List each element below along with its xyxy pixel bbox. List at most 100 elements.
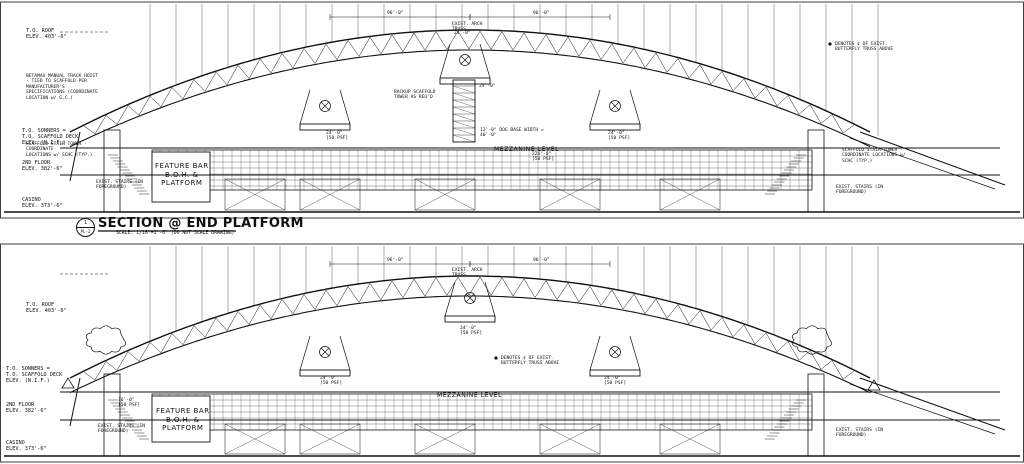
top-opening-x — [539, 178, 601, 211]
top-roof-elevation-label: T.O. ROOF ELEV. 403'-6" — [26, 28, 67, 40]
top-arch-truss-note: EXIST. ARCH TRUSS — [452, 22, 483, 33]
bottom-platform-center-leg — [444, 281, 456, 317]
bottom-floor-elevation-label: 2ND FLOOR ELEV. 382'-6" — [6, 402, 47, 414]
revision-triangle-right — [867, 379, 881, 391]
top-platform-left-butterfly-marker — [319, 100, 331, 112]
top-platform-left-leg — [299, 89, 311, 125]
top-platform-right — [589, 123, 641, 131]
bottom-roof-slope-right — [859, 377, 1006, 431]
bottom-feature-bar-box — [151, 395, 211, 443]
sheet-number: PL-2 — [80, 229, 91, 234]
backup-scaffold-brace — [452, 113, 476, 122]
bottom-dim-5: 24'-0" [50 PSF] — [604, 376, 627, 387]
bottom-butterfly-note: DENOTES ¢ OF EXIST. BUTTERFLY TRUSS ABOV… — [501, 356, 560, 367]
top-exist-stairs-left: EXIST. STAIRS (IN FOREGROUND) — [96, 180, 144, 191]
bottom-feature-bar-label: FEATURE BAR B.O.H. & PLATFORM — [156, 407, 210, 432]
bottom-exist-stairs-right: EXIST. STAIRS (IN FOREGROUND) — [836, 428, 884, 439]
top-platform-center-leg — [439, 43, 451, 79]
top-butterfly-dot — [828, 42, 832, 46]
bottom-opening — [539, 423, 601, 455]
top-platform-left-butterfly-marker-x — [320, 101, 330, 111]
top-platform-center-butterfly-marker-x — [460, 55, 470, 65]
detail-bubble: 1 PL-2 — [76, 218, 95, 237]
bottom-roof-slope-right-inner — [849, 383, 996, 435]
bottom-arch-web — [83, 276, 855, 381]
top-dim-5: 24'-0" [50 PSF] — [326, 131, 349, 142]
bottom-casino-elevation-label: CASINO ELEV. 373'-6" — [6, 440, 47, 452]
bottom-opening — [414, 423, 476, 455]
top-dim-3: 24'-0" — [454, 31, 471, 36]
bottom-arch-truss-note: EXIST. ARCH TRUSS — [452, 268, 483, 279]
top-platform-center-leg — [479, 43, 491, 79]
bottom-butterfly-dot — [494, 356, 498, 360]
bottom-platform-center-butterfly-marker — [464, 292, 476, 304]
top-opening-x — [659, 178, 721, 211]
top-scaffold-tower-right — [807, 129, 825, 213]
bottom-opening-x — [299, 423, 361, 455]
bottom-scaffold-tower-left — [103, 373, 121, 457]
top-dim-7: 12'-0" DOG BASE WIDTH = 40'-0" — [480, 128, 544, 139]
backup-scaffold-brace — [452, 85, 476, 94]
bottom-opening-x — [539, 423, 601, 455]
bottom-platform-left — [299, 369, 351, 377]
top-platform-left-leg — [339, 89, 351, 125]
bottom-cloud-right — [791, 325, 833, 355]
bottom-dim-4: 24'-0" [50 PSF] — [320, 376, 343, 387]
bottom-exist-stairs-left: EXIST. STAIRS (IN FOREGROUND) — [98, 424, 146, 435]
top-opening-x — [224, 178, 286, 211]
top-roof-slope-right — [859, 131, 1006, 186]
hoist-note: BETAMAX MANUAL TRACK HOIST - TIED TO SCA… — [26, 74, 98, 101]
backup-scaffold-brace — [452, 134, 476, 143]
bottom-platform-left-butterfly-marker — [319, 346, 331, 358]
bottom-platform-right-leg — [589, 335, 601, 371]
bottom-opening — [299, 423, 361, 455]
bottom-platform-right-butterfly-marker — [609, 346, 621, 358]
top-arch-inner — [69, 49, 871, 148]
backup-scaffold-tower — [452, 79, 476, 143]
bottom-platform-right-leg — [629, 335, 641, 371]
top-casino-elevation-label: CASINO ELEV. 373'-6" — [22, 197, 63, 209]
top-platform-right-butterfly-marker-x — [610, 101, 620, 111]
bottom-dim-2: 96'-0" — [533, 258, 550, 263]
backup-scaffold-brace — [452, 99, 476, 108]
bottom-opening-x — [414, 423, 476, 455]
bottom-opening-x — [224, 423, 286, 455]
bottom-dim-1: 96'-0" — [387, 258, 404, 263]
top-arch-web — [83, 30, 855, 135]
revision-triangle-left — [61, 377, 75, 389]
bottom-opening — [659, 423, 721, 455]
backup-scaffold-brace — [452, 127, 476, 136]
top-opening — [414, 178, 476, 211]
stair-tower-left-note: SCAFFOLD STAIR TOWER - COORDINATE LOCATI… — [26, 142, 93, 158]
bottom-platform-left-butterfly-marker-x — [320, 347, 330, 357]
top-platform-center — [439, 77, 491, 85]
top-dim-4: 24'-0" — [479, 84, 496, 89]
bottom-arch-outer — [69, 275, 871, 379]
top-dim-6: 24'-0" [50 PSF] — [608, 131, 631, 142]
top-roof-slope-left — [69, 131, 81, 182]
top-platform-right-leg — [589, 89, 601, 125]
bottom-opening-x — [659, 423, 721, 455]
top-arch-outer — [69, 29, 871, 133]
stair-tower-right-note: SCAFFOLD STAIR TOWER - COORDINATE LOCATI… — [842, 148, 906, 164]
top-opening — [539, 178, 601, 211]
top-roof-slope-right-inner — [849, 137, 996, 190]
top-platform-right-butterfly-marker — [609, 100, 621, 112]
backup-scaffold-brace — [452, 120, 476, 129]
top-mezzanine-label: MEZZANINE LEVEL — [494, 146, 560, 153]
top-platform-center-butterfly-marker — [459, 54, 471, 66]
bottom-dim-6: 16'-0" [50 PSF] — [118, 398, 141, 409]
bottom-platform-left-leg — [299, 335, 311, 371]
top-opening-x — [299, 178, 361, 211]
bottom-platform-center-leg — [484, 281, 496, 317]
bottom-scaffold-tower-right — [807, 373, 825, 457]
section-title: SECTION @ END PLATFORM — [98, 216, 304, 231]
bottom-platform-right — [589, 369, 641, 377]
bottom-platform-right-butterfly-marker-x — [610, 347, 620, 357]
top-floor-elevation-label: 2ND FLOOR ELEV. 382'-6" — [22, 160, 63, 172]
top-opening-x — [414, 178, 476, 211]
backup-scaffold-note: BACKUP SCAFFOLD TOWER AS REQ'D — [394, 90, 436, 101]
bottom-dim-3: 24'-0" [50 PSF] — [460, 326, 483, 337]
top-sonar-elevation-label: T.O. SONNERS = T.O. SCAFFOLD DECK ELEV. … — [22, 128, 79, 146]
